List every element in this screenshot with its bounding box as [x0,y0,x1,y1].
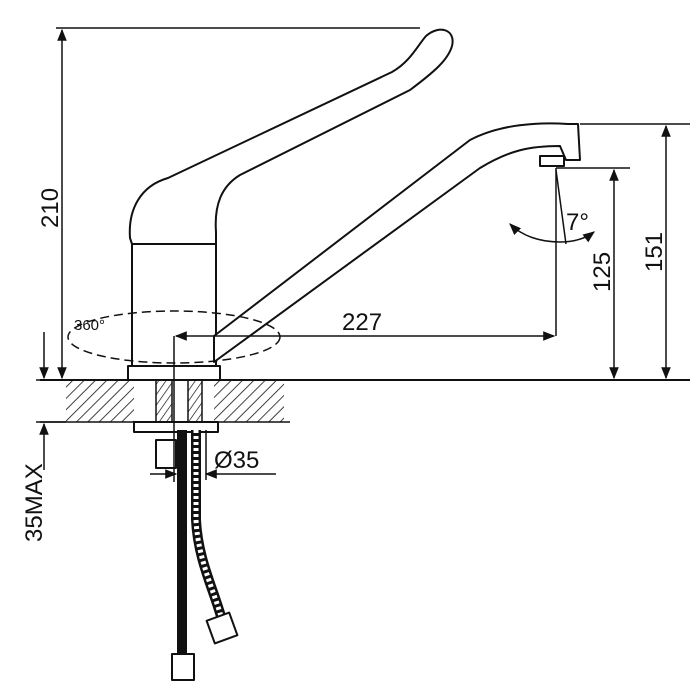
mounting-plate [133,421,219,433]
dimension-spout-height: 151 [580,123,690,380]
dimension-max-thickness-label: 35MAX [21,463,48,542]
outlet-angle-label: 7° [566,209,589,236]
dimension-outlet-height-label: 125 [589,252,616,292]
countertop-hatch-left [66,380,134,422]
dimension-hole-diameter-label: Ø35 [214,447,259,474]
dimension-hole-diameter: Ø35 [150,430,276,480]
countertop [40,379,690,423]
rotation-label: 360° [74,317,105,334]
mounting-stud-right [187,379,203,429]
faucet-lever-handle [128,28,454,245]
dimension-spout-reach: 227 [173,309,556,482]
mounting-hardware [133,379,239,681]
faucet-spout [213,122,581,363]
dimension-max-thickness: 35MAX [21,332,66,542]
mounting-nut [155,439,177,469]
hose-fitting-short [205,611,239,645]
dimension-spout-height-label: 151 [641,232,668,272]
dimension-outlet-height: 125 [556,167,630,380]
cold-water-hose-braid [193,430,225,621]
countertop-hatch-right [214,380,284,422]
dimension-spout-reach-label: 227 [342,309,382,336]
hose-fitting-long [171,653,195,681]
spout-aerator [539,155,565,167]
mounting-stud-left [155,379,173,429]
dimension-total-height: 210 [37,27,420,380]
dimension-total-height-label: 210 [37,188,64,228]
outlet-angle-indicator: 7° [509,168,595,336]
